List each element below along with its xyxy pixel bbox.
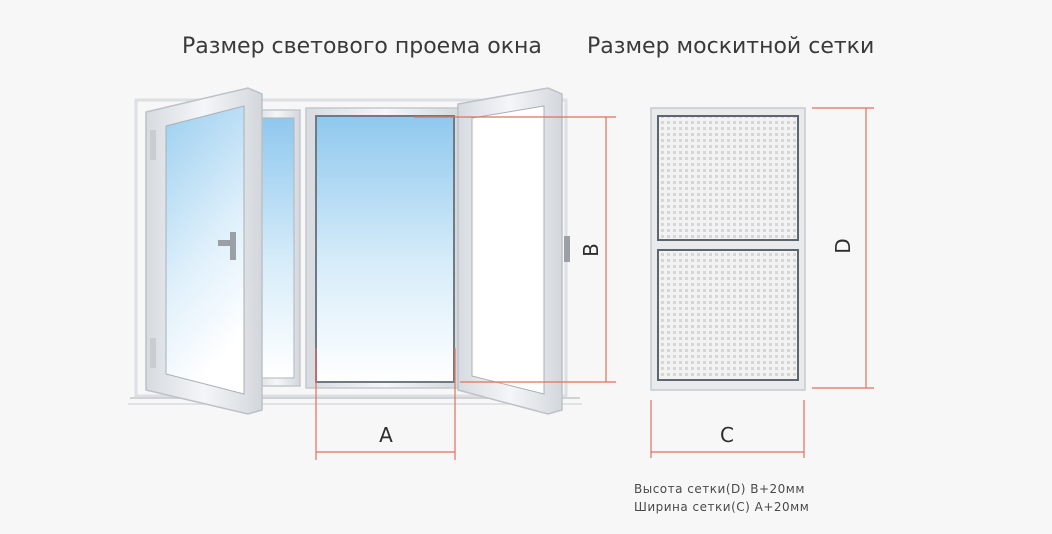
- center-fixed-pane: [305, 107, 465, 389]
- net-width-note: Ширина сетки(С) А+20мм: [634, 500, 810, 514]
- dimension-b: B: [414, 116, 616, 383]
- left-open-sash: [145, 87, 263, 415]
- dimension-a-label: A: [379, 423, 393, 447]
- dimension-d: D: [812, 107, 874, 389]
- net-size-notes: Высота сетки(D) B+20мм Ширина сетки(С) А…: [634, 480, 809, 516]
- right-handle-icon: [564, 236, 570, 262]
- net-height-note: Высота сетки(D) B+20мм: [634, 482, 805, 496]
- left-handle-icon: [230, 232, 236, 260]
- dimension-b-label: B: [579, 243, 603, 257]
- dimension-d-label: D: [831, 238, 855, 253]
- window-opening-title: Размер светового проема окна: [182, 34, 542, 59]
- right-open-sash: [457, 87, 570, 415]
- dimension-c-label: C: [720, 423, 734, 447]
- mosquito-net: [650, 107, 806, 391]
- dimension-c: C: [650, 400, 805, 458]
- mosquito-net-title: Размер москитной сетки: [587, 34, 875, 59]
- dimension-a: A: [315, 348, 456, 460]
